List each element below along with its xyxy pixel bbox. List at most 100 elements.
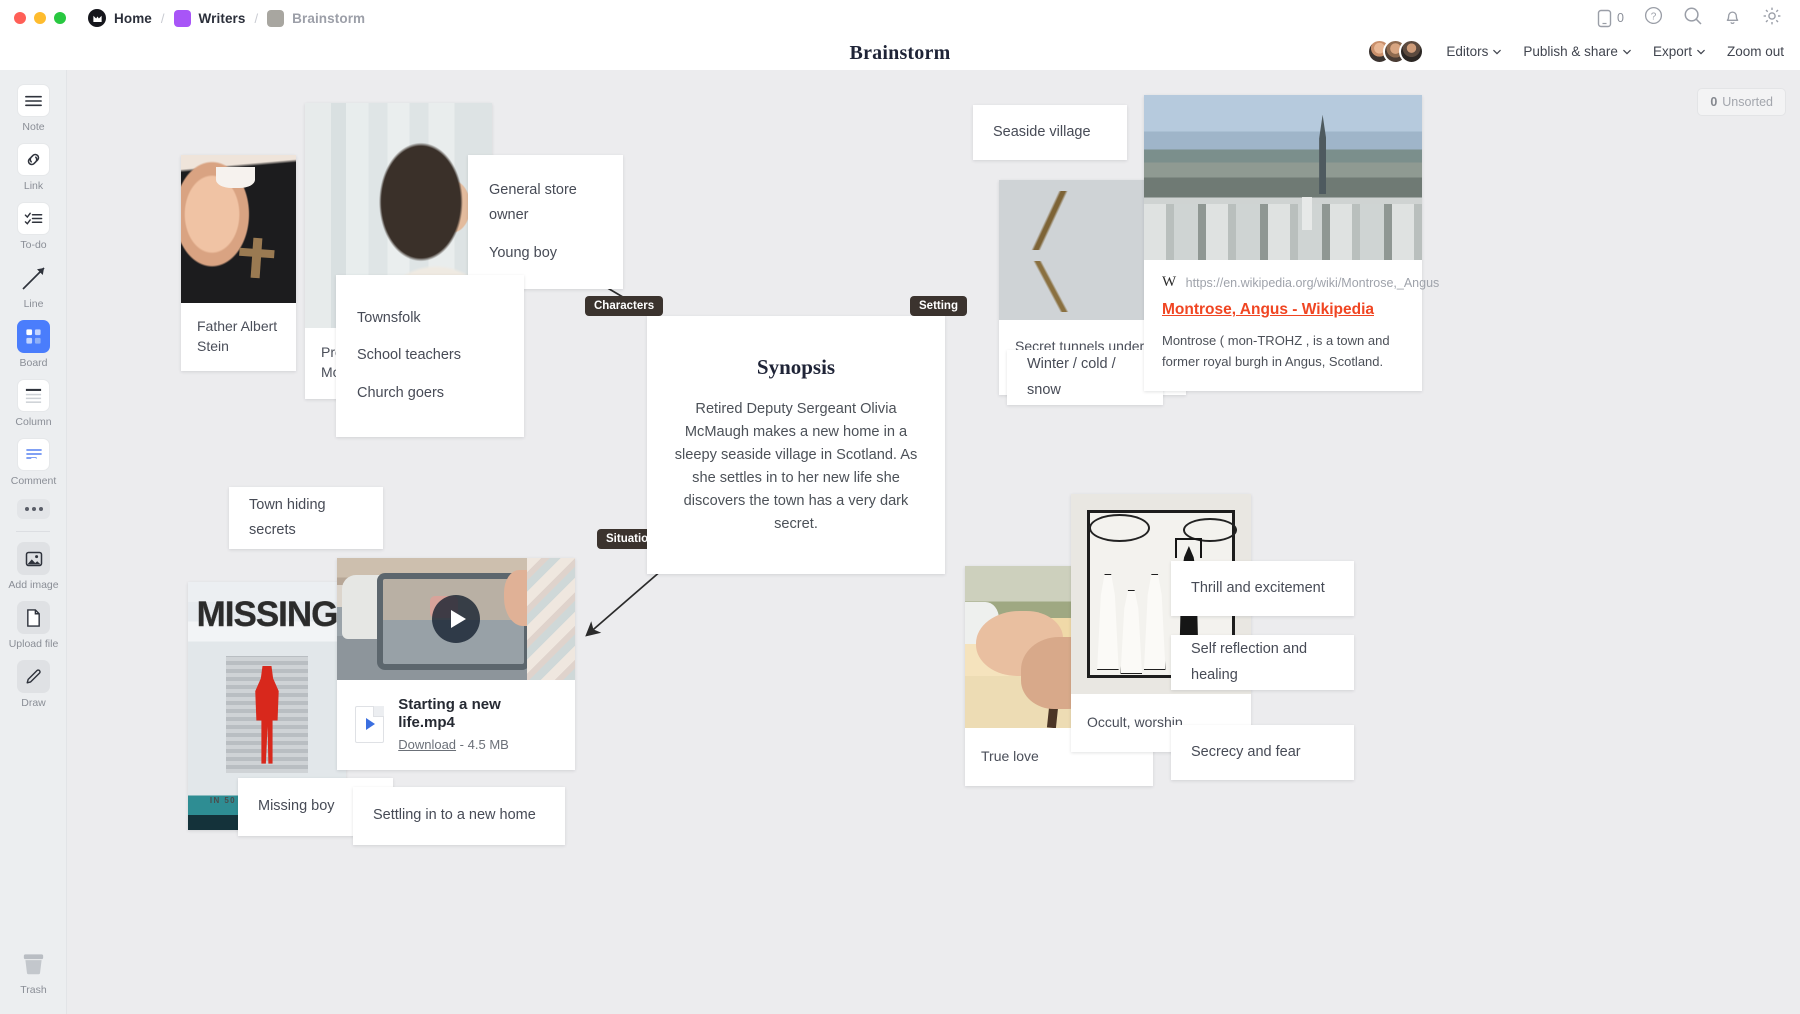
card-character-roles[interactable]: General store owner Young boy	[468, 155, 623, 290]
bell-icon	[1726, 10, 1739, 24]
editor-avatars[interactable]	[1367, 39, 1425, 64]
editors-menu[interactable]: Editors	[1446, 44, 1502, 59]
sidebar-item-label: Comment	[10, 475, 57, 487]
trash-icon	[17, 947, 50, 980]
mobile-app-button[interactable]: 0	[1597, 9, 1624, 28]
poster-headline: MISSING	[196, 594, 338, 634]
sidebar-item-board[interactable]: Board	[0, 320, 67, 369]
settings-button[interactable]	[1762, 6, 1782, 31]
breadcrumb-label: Writers	[198, 10, 246, 26]
sidebar-item-line[interactable]: Line	[0, 261, 67, 310]
card-label: Settling in to a new home	[373, 807, 536, 824]
sidebar-item-upload-file[interactable]: Upload file	[0, 601, 67, 650]
board-icon	[17, 320, 50, 353]
mobile-count: 0	[1617, 11, 1624, 25]
sidebar-item-note[interactable]: Note	[0, 84, 67, 133]
editors-label: Editors	[1446, 44, 1489, 59]
card-video-attachment[interactable]: Starting a new life.mp4 Download - 4.5 M…	[337, 558, 575, 770]
file-info-row: Starting a new life.mp4 Download - 4.5 M…	[337, 680, 575, 770]
draw-pencil-icon	[17, 660, 50, 693]
board-canvas[interactable]: 0 Unsorted Characters Setting Situation …	[67, 70, 1800, 1014]
card-occult[interactable]: Occult, worship	[1071, 494, 1251, 753]
wikipedia-w-icon: W	[1162, 274, 1176, 290]
sidebar-item-draw[interactable]: Draw	[0, 660, 67, 709]
connector-label-setting[interactable]: Setting	[910, 296, 967, 316]
connector-label-characters[interactable]: Characters	[585, 296, 664, 316]
close-window-button[interactable]	[14, 12, 26, 24]
sidebar-item-label: Add image	[8, 579, 59, 591]
breadcrumb-item-brainstorm[interactable]: Brainstorm	[267, 9, 366, 27]
card-character-groups[interactable]: Townsfolk School teachers Church goers	[336, 275, 524, 438]
zoom-out-button[interactable]: Zoom out	[1727, 44, 1784, 59]
wiki-title-link[interactable]: Montrose, Angus - Wikipedia	[1162, 301, 1374, 318]
card-caption: True love	[981, 748, 1039, 764]
video-thumbnail	[337, 558, 575, 680]
synopsis-body: Retired Deputy Sergeant Olivia McMaugh m…	[674, 401, 918, 533]
avatar[interactable]	[1399, 39, 1425, 64]
card-self-reflection[interactable]: Self reflection and healing	[1171, 635, 1354, 690]
card-winter[interactable]: Winter / cold / snow	[1007, 350, 1163, 405]
window-controls[interactable]	[14, 12, 66, 24]
export-label: Export	[1652, 44, 1692, 59]
sidebar-item-add-image[interactable]: Add image	[0, 542, 67, 591]
file-separator: -	[459, 737, 465, 752]
chevron-down-icon	[1623, 49, 1631, 54]
upload-file-icon	[17, 601, 50, 634]
comment-icon	[17, 438, 50, 471]
card-caption: Father Albert Stein	[197, 318, 278, 355]
sidebar-item-label: Board	[19, 357, 48, 369]
sidebar-item-trash[interactable]: Trash	[0, 947, 67, 996]
notifications-button[interactable]	[1723, 6, 1742, 31]
breadcrumb-item-writers[interactable]: Writers	[173, 9, 246, 27]
sidebar-item-label: Trash	[20, 984, 47, 996]
card-seaside-village[interactable]: Seaside village	[973, 105, 1127, 160]
play-icon[interactable]	[432, 595, 480, 643]
wiki-url: https://en.wikipedia.org/wiki/Montrose,_…	[1185, 275, 1440, 290]
card-thrill[interactable]: Thrill and excitement	[1171, 561, 1354, 616]
document-actions: Editors Publish & share Export Zoom out	[1367, 39, 1784, 64]
mobile-icon	[1597, 9, 1612, 27]
breadcrumb: Home / Writers / Brainstorm	[88, 9, 365, 27]
publish-share-menu[interactable]: Publish & share	[1523, 44, 1631, 59]
breadcrumb-label: Brainstorm	[292, 10, 366, 26]
folder-swatch-icon	[173, 9, 191, 27]
card-town-secrets[interactable]: Town hiding secrets	[229, 487, 383, 549]
video-file-icon	[355, 705, 385, 743]
column-icon	[17, 379, 50, 412]
titlebar-actions: 0 ?	[1597, 6, 1782, 31]
breadcrumb-label: Home	[114, 10, 152, 26]
unsorted-badge[interactable]: 0 Unsorted	[1697, 88, 1786, 116]
card-father-albert[interactable]: Father Albert Stein	[181, 155, 296, 371]
card-synopsis[interactable]: Synopsis Retired Deputy Sergeant Olivia …	[647, 316, 945, 574]
download-link[interactable]: Download	[398, 737, 457, 752]
sidebar-item-label: Line	[23, 298, 44, 310]
minimize-window-button[interactable]	[34, 12, 46, 24]
sidebar-item-label: To-do	[20, 239, 47, 251]
maximize-window-button[interactable]	[54, 12, 66, 24]
sidebar-item-todo[interactable]: To-do	[0, 202, 67, 251]
export-menu[interactable]: Export	[1653, 44, 1705, 59]
priest-photo	[181, 155, 296, 303]
link-icon	[17, 143, 50, 176]
card-settling-in[interactable]: Settling in to a new home	[353, 787, 565, 845]
unsorted-count: 0	[1710, 95, 1718, 109]
sidebar-item-column[interactable]: Column	[0, 379, 67, 428]
card-label: Self reflection and healing	[1191, 641, 1308, 683]
card-label: Seaside village	[993, 123, 1091, 140]
list-item: Church goers	[357, 384, 445, 401]
sidebar-item-comment[interactable]: Comment	[0, 438, 67, 487]
tool-sidebar: Note Link To-do Line Board	[0, 70, 67, 1014]
card-wikipedia-montrose[interactable]: W https://en.wikipedia.org/wiki/Montrose…	[1144, 95, 1439, 391]
search-button[interactable]	[1683, 6, 1703, 31]
breadcrumb-item-home[interactable]: Home	[88, 9, 152, 27]
card-label: Thrill and excitement	[1191, 579, 1325, 596]
help-button[interactable]: ?	[1644, 6, 1663, 30]
card-label: Secrecy and fear	[1191, 743, 1301, 760]
sidebar-item-more[interactable]	[0, 499, 67, 519]
sidebar-item-label: Draw	[21, 697, 46, 709]
sidebar-trash[interactable]: Trash	[0, 937, 67, 996]
sidebar-item-link[interactable]: Link	[0, 143, 67, 192]
list-item: School teachers	[357, 347, 461, 364]
card-secrecy[interactable]: Secrecy and fear	[1171, 725, 1354, 780]
